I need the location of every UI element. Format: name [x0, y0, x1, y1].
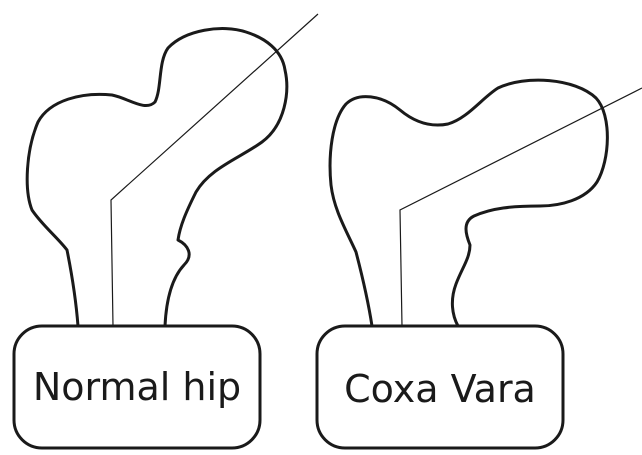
coxa-vara-label: Coxa Vara: [344, 367, 536, 411]
coxa-vara-femur-outline: [330, 80, 607, 326]
normal-femur-outline: [27, 29, 287, 326]
coxa-vara-figure: [330, 80, 642, 326]
normal-hip-label: Normal hip: [33, 365, 241, 409]
normal-hip-figure: [27, 14, 318, 326]
